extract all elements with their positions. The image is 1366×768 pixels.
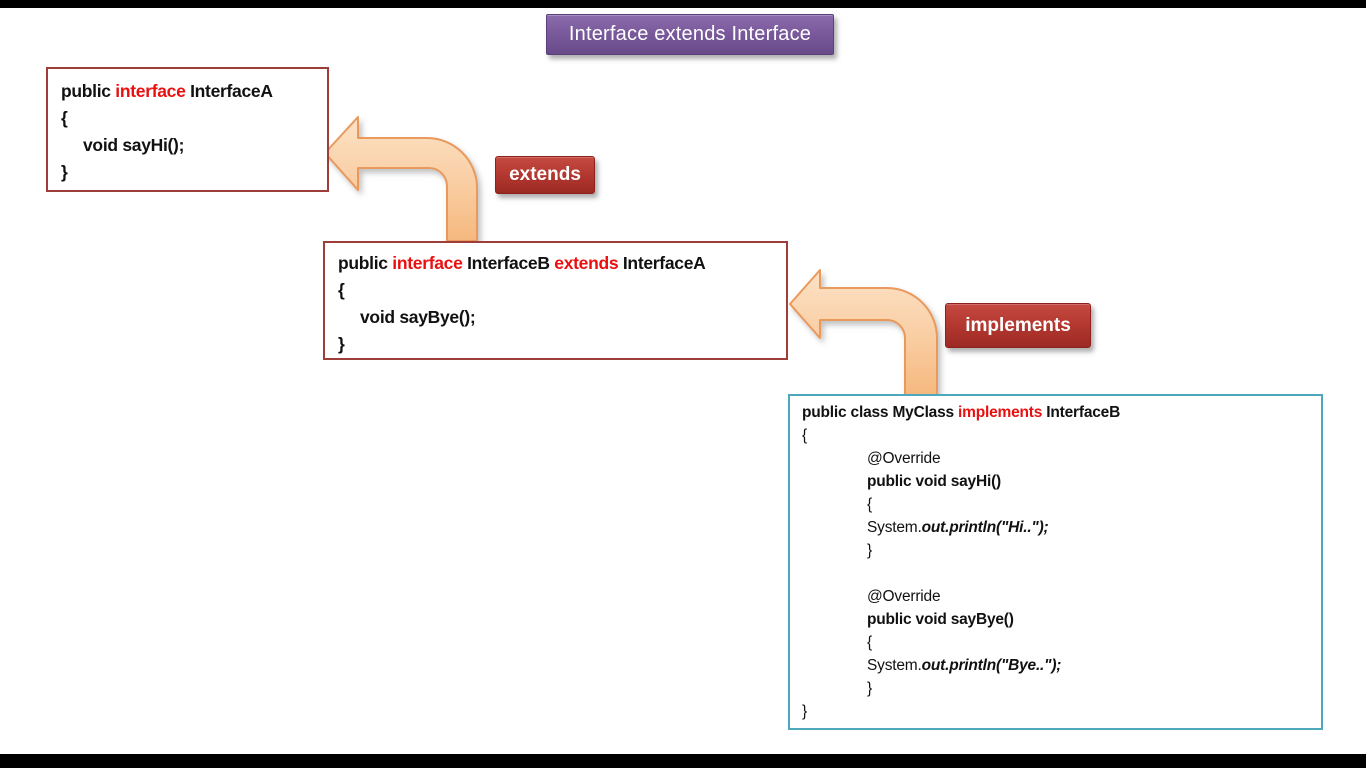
keyword-interface: interface	[392, 253, 463, 273]
title-banner: Interface extends Interface	[546, 14, 834, 55]
method-sayhi-declaration: void sayHi();	[83, 135, 185, 155]
interface-b-declaration: public interface InterfaceB extends Inte…	[338, 250, 786, 277]
code-text: public	[61, 81, 116, 101]
code-text: System.	[867, 519, 922, 536]
saybye-body: System.out.println("Bye..");	[802, 654, 1321, 677]
println-call: out.println("Bye..");	[921, 657, 1062, 674]
interface-a-box: public interface InterfaceA { void sayHi…	[46, 67, 329, 192]
code-text: InterfaceB	[1042, 404, 1121, 421]
code-text: InterfaceA	[618, 253, 706, 273]
interface-b-box: public interface InterfaceB extends Inte…	[323, 241, 788, 360]
override-annotation: @Override	[867, 450, 941, 467]
title-text: Interface extends Interface	[568, 23, 812, 45]
close-brace: }	[802, 703, 807, 720]
letterbox-bottom	[0, 754, 1366, 768]
open-brace: {	[61, 108, 68, 128]
myclass-box: public class MyClass implements Interfac…	[788, 394, 1323, 730]
letterbox-top	[0, 0, 1366, 8]
close-brace: }	[338, 334, 345, 354]
open-brace: {	[338, 280, 345, 300]
sayhi-body: System.out.println("Hi..");	[802, 516, 1321, 539]
close-brace: }	[867, 542, 872, 559]
close-brace: }	[61, 162, 68, 182]
extends-label: extends	[495, 156, 595, 194]
keyword-interface: interface	[115, 81, 186, 101]
code-text: public class MyClass	[802, 404, 959, 421]
override-annotation: @Override	[867, 588, 941, 605]
implements-label: implements	[945, 303, 1091, 348]
open-brace: {	[867, 496, 872, 513]
code-text: public	[338, 253, 393, 273]
open-brace: {	[802, 427, 807, 444]
implements-arrow	[789, 269, 938, 396]
sayhi-signature: public void sayHi()	[867, 473, 1001, 490]
extends-arrow	[324, 116, 478, 242]
class-declaration: public class MyClass implements Interfac…	[802, 401, 1321, 424]
code-text: InterfaceB	[462, 253, 555, 273]
code-text: System.	[867, 657, 922, 674]
method-saybye-declaration: void sayBye();	[360, 307, 476, 327]
interface-a-declaration: public interface InterfaceA	[61, 78, 327, 105]
keyword-extends: extends	[554, 253, 619, 273]
saybye-signature: public void sayBye()	[867, 611, 1014, 628]
println-call: out.println("Hi..");	[921, 519, 1049, 536]
keyword-implements: implements	[958, 404, 1043, 421]
close-brace: }	[867, 680, 872, 697]
code-text: InterfaceA	[185, 81, 273, 101]
blank-line	[802, 562, 1321, 585]
open-brace: {	[867, 634, 872, 651]
